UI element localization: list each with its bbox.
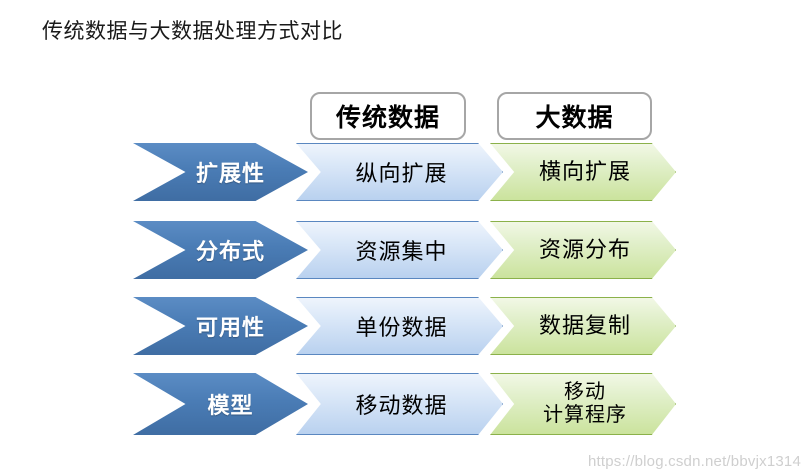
row-traditional-chevron: 单份数据 [296, 297, 503, 355]
watermark: https://blog.csdn.net/bbvjx1314 [587, 453, 801, 470]
row-bigdata-chevron: 资源分布 [490, 221, 676, 279]
row-bigdata-label: 移动 计算程序 [543, 381, 627, 426]
row-traditional-chevron: 资源集中 [296, 221, 503, 279]
row-category-label: 扩展性 [195, 161, 265, 186]
comparison-row: 可用性 单份数据 数据复制 [0, 297, 809, 355]
comparison-row: 模型 移动数据 移动 计算程序 [0, 373, 809, 435]
header-traditional-data: 传统数据 [310, 92, 466, 140]
header-traditional-data-label: 传统数据 [335, 104, 440, 132]
row-traditional-chevron: 移动数据 [296, 373, 503, 435]
row-category-chevron: 分布式 [133, 221, 308, 279]
row-category-label: 分布式 [195, 239, 265, 264]
row-category-label: 可用性 [195, 315, 265, 340]
page-title: 传统数据与大数据处理方式对比 [42, 19, 343, 43]
row-traditional-label: 单份数据 [355, 315, 448, 340]
row-bigdata-chevron: 数据复制 [490, 297, 676, 355]
row-category-label: 模型 [207, 393, 254, 418]
comparison-row: 扩展性 纵向扩展 横向扩展 [0, 143, 809, 201]
row-bigdata-chevron: 移动 计算程序 [490, 373, 676, 435]
header-big-data: 大数据 [497, 92, 652, 140]
row-category-chevron: 模型 [133, 373, 308, 435]
row-bigdata-label: 资源分布 [538, 237, 631, 263]
row-category-chevron: 扩展性 [133, 143, 308, 201]
row-traditional-chevron: 纵向扩展 [296, 143, 503, 201]
row-bigdata-chevron: 横向扩展 [490, 143, 676, 201]
comparison-row: 分布式 资源集中 资源分布 [0, 221, 809, 279]
row-traditional-label: 资源集中 [355, 239, 448, 264]
row-bigdata-label: 横向扩展 [538, 159, 631, 185]
row-bigdata-label: 数据复制 [538, 313, 631, 339]
row-category-chevron: 可用性 [133, 297, 308, 355]
header-big-data-label: 大数据 [535, 104, 614, 132]
row-traditional-label: 纵向扩展 [355, 161, 448, 186]
row-traditional-label: 移动数据 [355, 393, 448, 418]
